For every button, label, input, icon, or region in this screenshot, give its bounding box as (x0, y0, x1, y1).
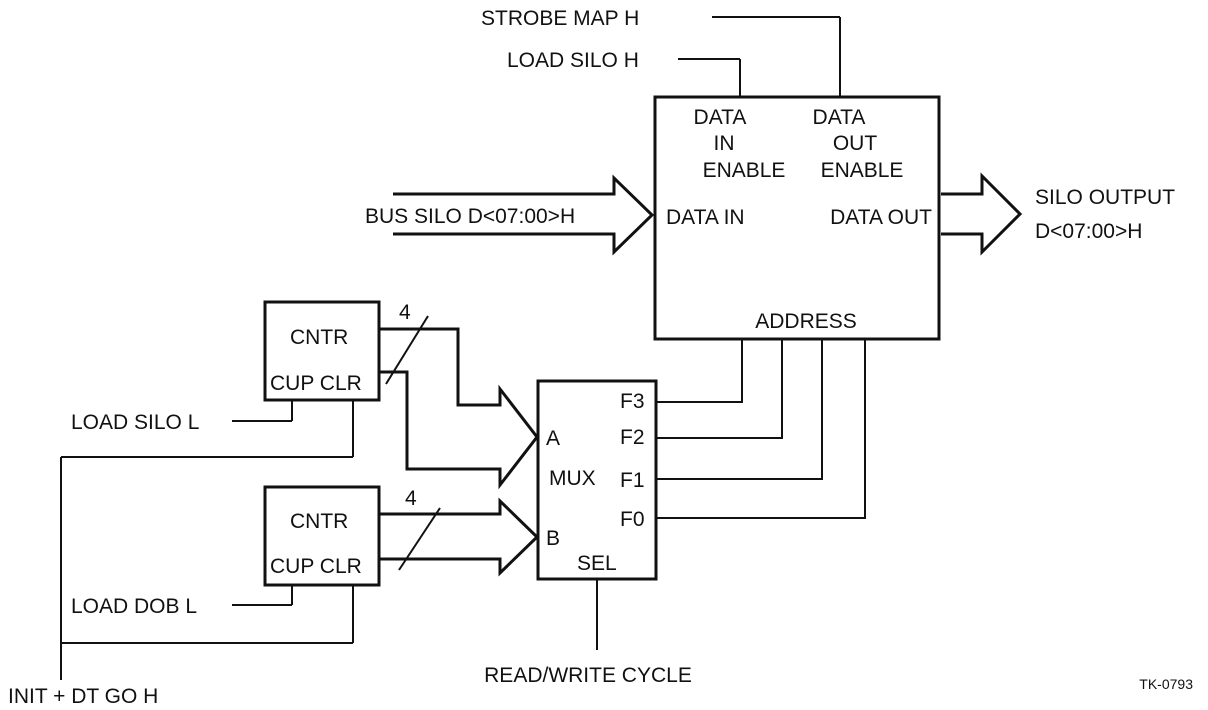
data-out-enable-line2: OUT (833, 132, 878, 155)
mux-name: MUX (549, 467, 596, 490)
init-dt-go-label: INIT + DT GO H (8, 685, 158, 708)
mux-input-b: B (546, 527, 560, 550)
counter-bottom-width-label: 4 (405, 487, 417, 510)
mux-sel: SEL (577, 552, 617, 575)
load-silo-l-label: LOAD SILO L (71, 411, 199, 434)
address-line-f3 (656, 339, 743, 403)
silo-output-arrow (941, 172, 1023, 256)
silo-output-label-line2: D<07:00>H (1035, 220, 1142, 243)
address-port-label: ADDRESS (755, 310, 857, 333)
counter-top-name: CNTR (290, 326, 348, 349)
data-in-port-label: DATA IN (666, 206, 745, 229)
mux-output-f1: F1 (620, 469, 645, 492)
load-silo-h-label: LOAD SILO H (507, 49, 639, 72)
counter-top-width-label: 4 (399, 301, 411, 324)
strobe-map-label: STROBE MAP H (481, 7, 639, 30)
figure-id: TK-0793 (1139, 676, 1193, 692)
data-in-enable-line2: IN (714, 132, 735, 155)
silo-memory-block (653, 95, 941, 341)
mux-input-a: A (546, 427, 560, 450)
data-out-enable-line1: DATA (813, 106, 866, 129)
mux-block (536, 379, 658, 581)
mux-output-f3: F3 (620, 390, 645, 413)
data-in-enable-line1: DATA (694, 106, 747, 129)
counter-top-pins: CUP CLR (270, 372, 362, 395)
silo-output-label-line1: SILO OUTPUT (1035, 186, 1175, 209)
data-out-port-label: DATA OUT (830, 206, 932, 229)
data-out-enable-line3: ENABLE (821, 159, 904, 182)
address-line-f0 (656, 339, 866, 519)
read-write-label: READ/WRITE CYCLE (484, 664, 692, 687)
counter-bottom-name: CNTR (290, 510, 348, 533)
counter-top-bus (377, 327, 539, 490)
data-in-enable-line3: ENABLE (703, 159, 786, 182)
counter-bottom-bus (377, 497, 540, 577)
counter-top-block (263, 300, 381, 402)
bus-silo-label: BUS SILO D<07:00>H (365, 205, 575, 228)
mux-output-f0: F0 (620, 508, 645, 531)
address-line-f1 (656, 339, 823, 480)
counter-top-width-slash (385, 315, 429, 385)
counter-bottom-pins: CUP CLR (270, 555, 362, 578)
mux-output-f2: F2 (620, 426, 645, 449)
load-dob-l-label: LOAD DOB L (71, 595, 197, 618)
counter-bottom-width-slash (398, 507, 441, 571)
address-line-f2 (656, 339, 783, 439)
